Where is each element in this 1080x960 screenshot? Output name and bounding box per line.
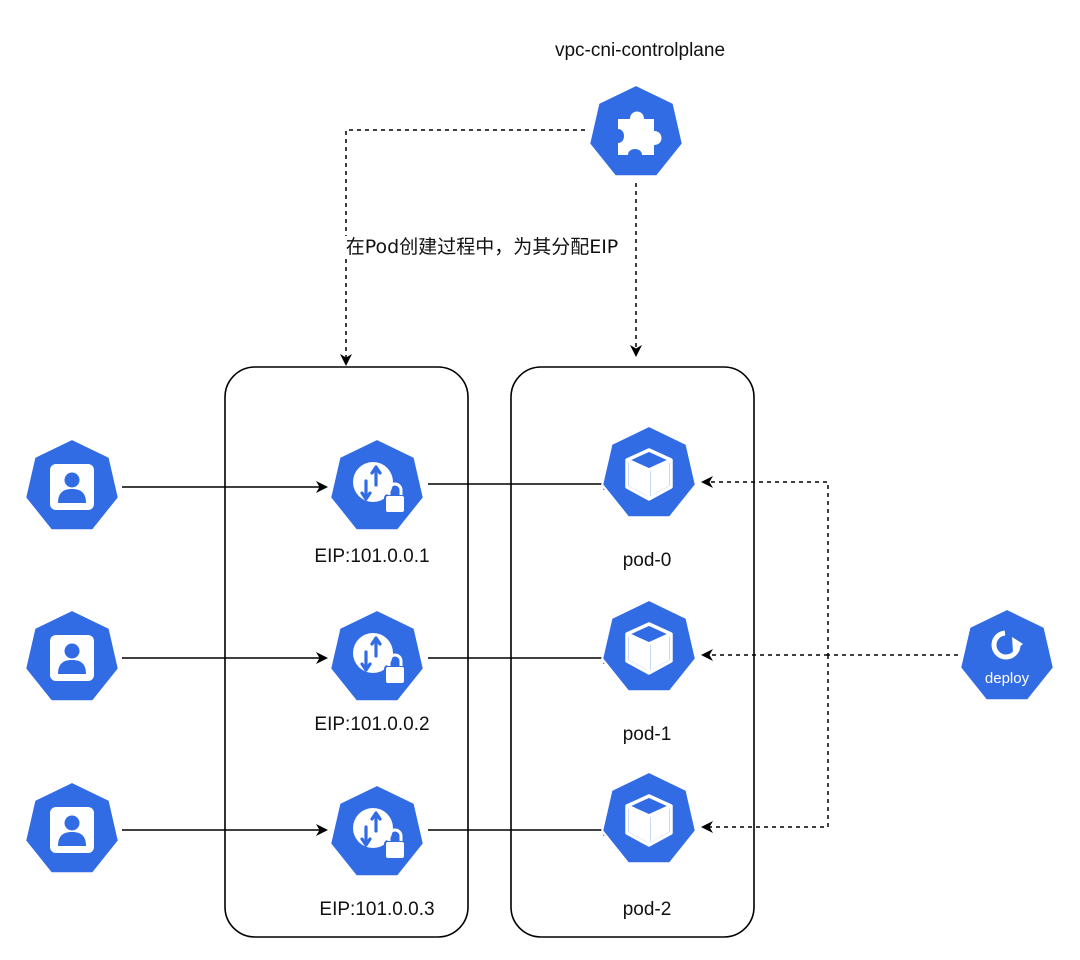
deploy-icon: deploy [959, 608, 1055, 702]
controller-label: vpc-cni-controlplane [554, 40, 726, 61]
pod-icon [601, 771, 697, 865]
user-icon [24, 781, 120, 875]
controller-to-eips-line [340, 129, 585, 366]
eip-icon [329, 784, 425, 878]
pod-label: pod-2 [622, 899, 672, 920]
eip-label: EIP:101.0.0.1 [314, 546, 430, 567]
user-icon [24, 609, 120, 703]
pod-icon [601, 599, 697, 693]
puzzle-icon [588, 84, 684, 178]
eip-label: EIP:101.0.0.3 [319, 899, 435, 920]
deploy-to-pods-line [701, 476, 958, 656]
eip-group-box [224, 366, 469, 938]
pod-label: pod-0 [622, 550, 672, 571]
user-icon [24, 438, 120, 532]
eip-icon [329, 438, 425, 532]
eip-icon [329, 609, 425, 703]
pod-label: pod-1 [622, 724, 672, 745]
eip-allocation-annotation: 在Pod创建过程中，为其分配EIP [343, 236, 621, 258]
deploy-to-pod-line [701, 655, 829, 833]
eip-label: EIP:101.0.0.2 [314, 714, 430, 735]
deploy-icon-label: deploy [985, 670, 1030, 687]
pod-group-box [510, 366, 755, 938]
pod-icon [601, 425, 697, 519]
